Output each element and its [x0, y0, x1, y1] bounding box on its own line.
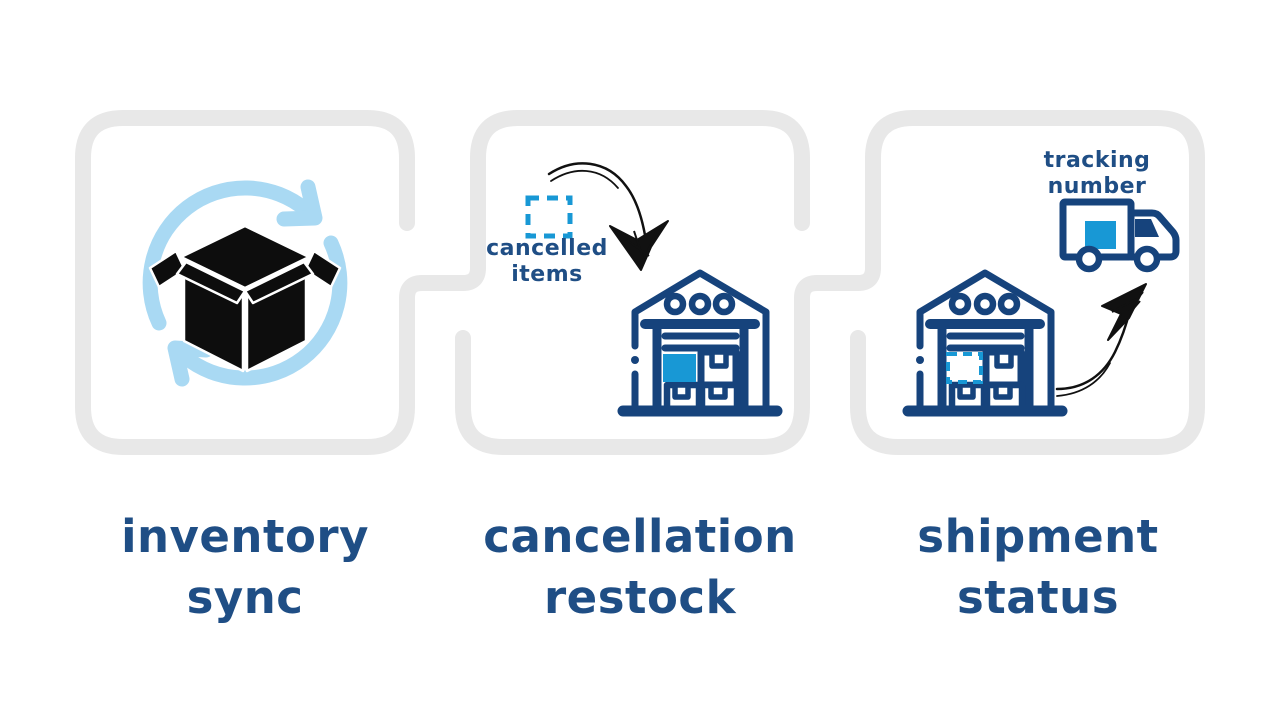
shipped-box-placeholder [946, 352, 983, 384]
tracking-number-annotation: tracking number [997, 148, 1197, 200]
label-inventory-sync: inventory sync [25, 506, 465, 628]
open-box-icon [148, 224, 342, 373]
sync-arrows-icon [142, 179, 348, 387]
annotation-line: number [1047, 174, 1147, 199]
annotation-line: items [511, 262, 583, 287]
puzzle-outlines [75, 110, 1205, 455]
puzzle-piece-1-outline [75, 110, 810, 455]
label-line: shipment [917, 510, 1159, 563]
dashed-box-icon [525, 195, 573, 239]
label-cancellation-restock: cancellation restock [420, 506, 860, 628]
annotation-line: tracking [1043, 148, 1151, 173]
restocked-box-highlight [663, 354, 696, 382]
annotation-line: cancelled [486, 236, 608, 261]
warehouse-icon-right [908, 273, 1062, 412]
puzzle-piece-2-outline [455, 110, 1205, 455]
cancelled-items-annotation: cancelled items [447, 236, 647, 288]
delivery-truck-icon [1059, 198, 1180, 273]
sync-box-icon [142, 179, 348, 387]
sketch-arrow-up-icon [1055, 283, 1147, 397]
label-line: cancellation [483, 510, 797, 563]
label-line: sync [186, 571, 304, 624]
sketch-arrow-down-icon [547, 162, 669, 271]
puzzle-piece-3-outline [850, 212, 1205, 455]
label-line: status [957, 571, 1119, 624]
label-line: restock [543, 571, 737, 624]
label-line: inventory [121, 510, 369, 563]
warehouse-icon-middle [623, 273, 777, 412]
label-shipment-status: shipment status [818, 506, 1258, 628]
